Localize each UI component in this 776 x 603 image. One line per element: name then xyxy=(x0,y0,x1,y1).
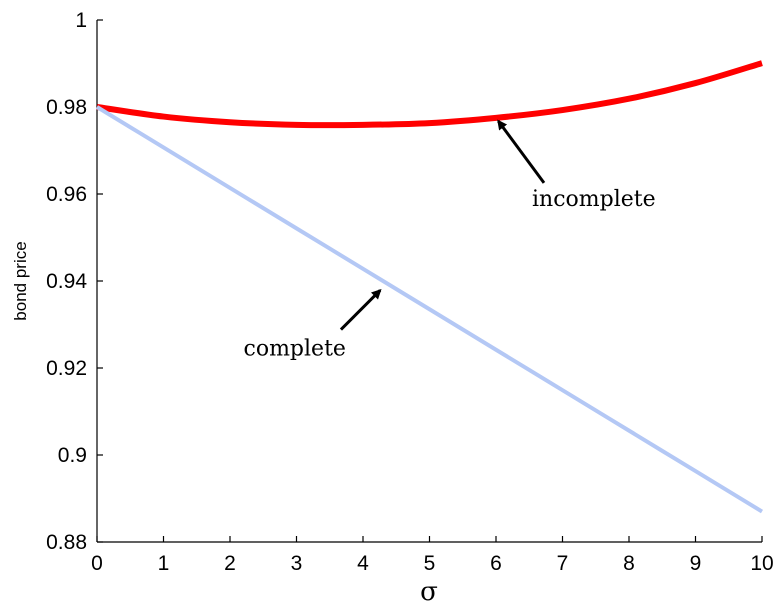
x-tick-label: 3 xyxy=(291,552,303,575)
y-tick-label: 0.92 xyxy=(46,357,87,380)
y-tick-label: 0.88 xyxy=(46,531,87,554)
x-ticks: 0 1 2 3 4 5 6 7 8 9 10 xyxy=(91,536,774,575)
complete-series-line xyxy=(95,105,764,514)
incomplete-series-line xyxy=(96,60,763,129)
x-tick-label: 7 xyxy=(557,552,569,575)
axes xyxy=(96,20,762,543)
x-tick-label: 0 xyxy=(91,552,103,575)
y-tick-label: 0.94 xyxy=(46,270,87,293)
x-tick-label: 2 xyxy=(224,552,236,575)
y-tick-label: 1 xyxy=(75,9,87,32)
x-tick-label: 1 xyxy=(158,552,170,575)
annotation-complete-arrow xyxy=(339,288,382,331)
x-tick-label: 6 xyxy=(490,552,502,575)
x-tick-label: 10 xyxy=(750,552,773,575)
annotation-incomplete-arrow xyxy=(497,119,546,184)
y-tick-label: 0.9 xyxy=(58,444,87,467)
x-tick-label: 9 xyxy=(690,552,702,575)
y-ticks: 0.88 0.9 0.92 0.94 0.96 0.98 1 xyxy=(46,9,103,554)
y-tick-label: 0.96 xyxy=(46,183,87,206)
annotation-incomplete-label: incomplete xyxy=(532,187,656,212)
annotations: incomplete complete xyxy=(244,119,656,362)
x-axis-label: σ xyxy=(420,577,438,603)
y-axis-label: bond price xyxy=(11,241,30,320)
series-lines xyxy=(95,60,764,514)
x-tick-label: 4 xyxy=(357,552,369,575)
y-tick-label: 0.98 xyxy=(46,96,87,119)
x-tick-label: 8 xyxy=(623,552,635,575)
x-tick-label: 5 xyxy=(424,552,436,575)
annotation-complete-label: complete xyxy=(244,337,346,362)
